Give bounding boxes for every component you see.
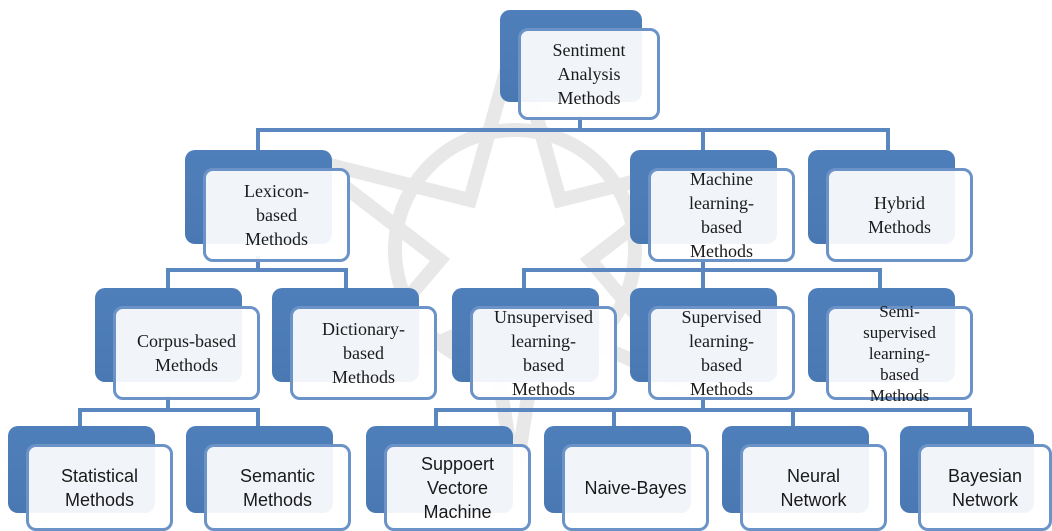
node-label: Bayesian Network — [947, 465, 1023, 510]
node-semi-supervised-learning-based-methods: Semi- supervised learning- based Methods — [808, 288, 973, 405]
node-label: Dictionary- based Methods — [322, 319, 405, 387]
node-label: Naive-Bayes — [584, 477, 687, 498]
node-label: Unsupervised learning- based Methods — [494, 307, 593, 399]
node-label: Statistical Methods — [60, 465, 139, 510]
node-label: Lexicon- based Methods — [244, 181, 309, 249]
node-support-vector-machine: Suppoert Vectore Machine — [366, 426, 531, 531]
node-label: Semi- supervised learning- based Methods — [863, 301, 936, 405]
node-naive-bayes: Naive-Bayes — [544, 426, 709, 531]
node-unsupervised-learning-based-methods: Unsupervised learning- based Methods — [452, 288, 617, 400]
node-hybrid-methods: Hybrid Methods — [808, 150, 973, 262]
node-label: Semantic Methods — [239, 465, 316, 510]
node-neural-network: Neural Network — [722, 426, 887, 531]
node-label: Supervised learning- based Methods — [681, 307, 762, 399]
node-semantic-methods: Semantic Methods — [186, 426, 351, 531]
node-corpus-based-methods: Corpus-based Methods — [95, 288, 260, 400]
node-dictionary-based-methods: Dictionary- based Methods — [272, 288, 437, 400]
node-label: Sentiment Analysis Methods — [552, 40, 626, 108]
node-lexicon-based-methods: Lexicon- based Methods — [185, 150, 350, 262]
node-machine-learning-based-methods: Machine learning- based Methods — [630, 150, 795, 262]
node-label: Corpus-based Methods — [137, 331, 236, 375]
node-sentiment-analysis-methods: Sentiment Analysis Methods — [500, 10, 660, 120]
node-supervised-learning-based-methods: Supervised learning- based Methods — [630, 288, 795, 400]
node-label: Hybrid Methods — [868, 193, 931, 237]
node-label: Machine learning- based Methods — [689, 169, 754, 261]
node-statistical-methods: Statistical Methods — [8, 426, 173, 531]
node-label: Neural Network — [780, 465, 847, 510]
node-bayesian-network: Bayesian Network — [900, 426, 1052, 531]
node-label: Suppoert Vectore Machine — [420, 453, 495, 522]
